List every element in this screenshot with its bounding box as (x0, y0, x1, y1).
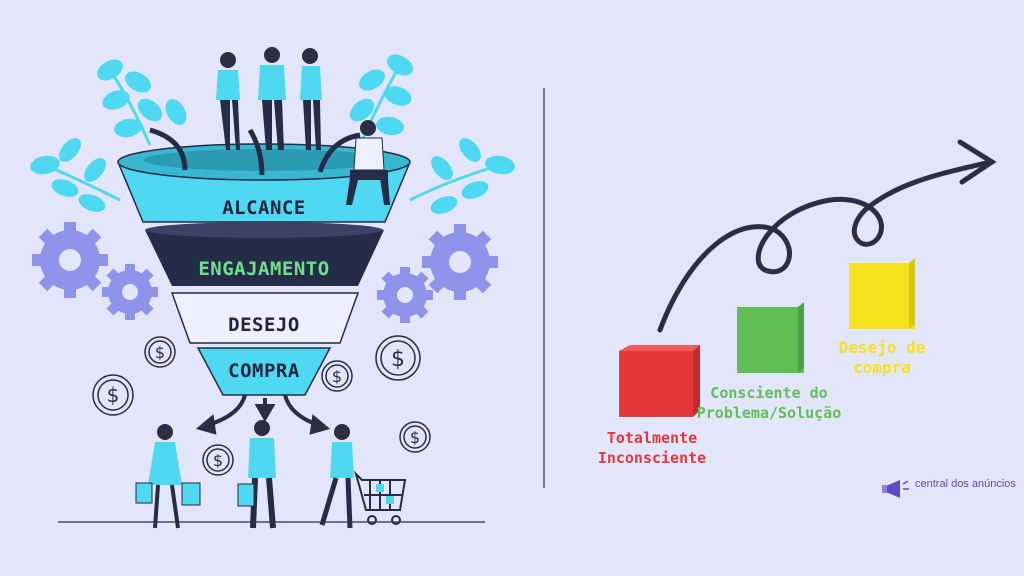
svg-text:$: $ (155, 343, 165, 362)
funnel-output-arrows (195, 394, 331, 435)
sales-funnel (116, 127, 412, 396)
dollar-coin-icon: $ (202, 444, 234, 476)
stage-label-unaware-line2: Inconsciente (597, 449, 707, 467)
stage-label-aware: Consciente do Problema/Solução (694, 383, 844, 423)
leaf-branch-left-top (97, 59, 187, 146)
dollar-coin-icon: $ (321, 360, 353, 392)
leaf-branch-right-top (349, 54, 413, 146)
gear-icon (102, 264, 158, 320)
gear-icon (422, 224, 498, 300)
stage-label-aware-line1: Consciente do (710, 384, 828, 402)
person-sitting (346, 120, 390, 205)
stage-label-unaware: Totalmente Inconsciente (592, 428, 712, 468)
leaf-branch-left-mid (30, 138, 121, 212)
shopper-with-cart (319, 424, 407, 529)
person-woman-top (216, 52, 240, 150)
stage-label-desire-line2: compra (853, 358, 911, 377)
shopper-woman-bags (135, 424, 201, 529)
funnel-label-engajamento: ENGAJAMENTO (198, 258, 330, 280)
stage-block-red (619, 345, 700, 417)
stage-label-desire-line1: Desejo de (838, 338, 926, 357)
funnel-label-desejo: DESEJO (228, 314, 300, 336)
funnel-tier-engajamento (145, 230, 384, 286)
funnel-label-alcance: ALCANCE (222, 197, 306, 219)
stage-block-yellow (849, 258, 915, 329)
brand-name: central dos anúncios (915, 478, 1016, 490)
stage-label-unaware-line1: Totalmente (606, 429, 698, 447)
svg-text:$: $ (391, 347, 405, 372)
stage-block-green (737, 302, 804, 373)
svg-text:$: $ (332, 367, 342, 386)
growth-curve-arrow (657, 139, 997, 333)
shopper-man-bag (237, 420, 276, 529)
brand-logo: central dos anúncios (883, 478, 1016, 490)
stage-label-aware-line2: Problema/Solução (696, 404, 842, 422)
dollar-coin-icon: $ (375, 335, 421, 381)
funnel-tier-compra (196, 347, 332, 396)
svg-text:$: $ (213, 451, 223, 470)
person-man-top-right (300, 48, 322, 150)
stage-label-desire: Desejo de compra (822, 338, 942, 378)
svg-text:$: $ (410, 428, 420, 447)
funnel-label-compra: COMPRA (228, 360, 300, 382)
shopping-cart-icon (354, 470, 407, 525)
dollar-coin-icon: $ (144, 336, 176, 368)
dollar-coin-icon: $ (399, 421, 431, 453)
person-man-top-center (258, 47, 286, 150)
leaf-branch-right-mid (409, 138, 515, 214)
dollar-coin-icon: $ (92, 374, 134, 416)
gear-icon (377, 267, 433, 323)
funnel-tier-desejo (170, 292, 360, 344)
svg-text:$: $ (107, 383, 120, 407)
gear-icon (32, 222, 108, 298)
megaphone-icon (882, 480, 909, 498)
